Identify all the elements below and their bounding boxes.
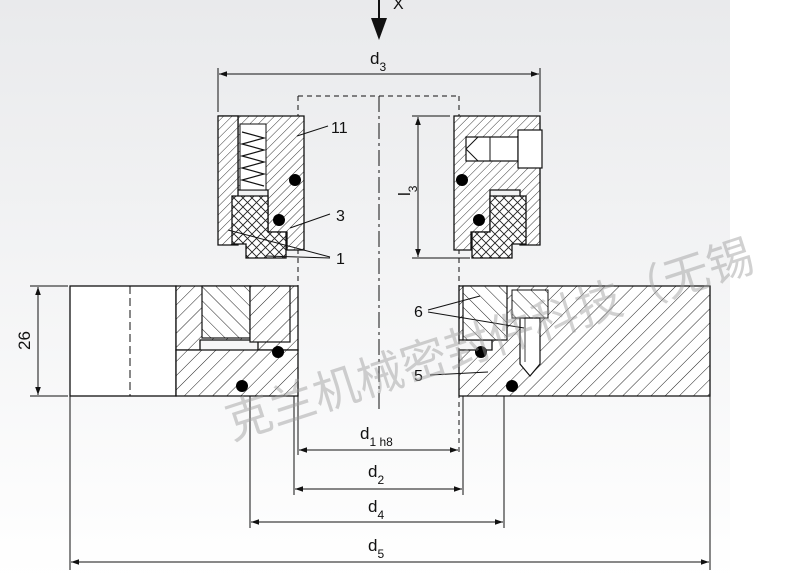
dim-d4: d4 — [251, 497, 503, 525]
callout-3: 3 — [289, 208, 345, 229]
view-x-arrow: X — [371, 0, 404, 40]
callout-6-label: 6 — [414, 304, 423, 321]
dim-d1: d1 h8 — [299, 424, 458, 453]
callout-6: 6 — [414, 295, 525, 329]
right-rotating-unit — [453, 115, 543, 259]
gland-plate — [69, 285, 711, 397]
dim-d2-label: d2 — [368, 462, 384, 487]
dim-d2: d2 — [295, 462, 462, 492]
callout-1-label: 1 — [336, 251, 345, 268]
callout-11: 11 — [296, 120, 348, 137]
callout-5: 5 — [414, 368, 489, 385]
dim-d3-label: d3 — [370, 49, 386, 74]
dim-d1-label: d1 h8 — [360, 424, 393, 449]
dim-d3: d3 — [217, 49, 541, 112]
dim-l3-label: l3 — [395, 185, 420, 196]
left-rotating-unit — [217, 115, 305, 259]
callout-3-label: 3 — [336, 208, 345, 225]
callout-5-label: 5 — [414, 368, 423, 385]
dim-26-label: 26 — [15, 331, 34, 350]
dim-l3: l3 — [395, 115, 470, 259]
dim-d5-label: d5 — [368, 536, 384, 561]
dim-d5: d5 — [71, 536, 709, 565]
callout-1: 1 — [227, 229, 345, 268]
view-x-label: X — [393, 0, 404, 13]
callout-11-label: 11 — [331, 120, 348, 137]
dim-d4-label: d4 — [368, 497, 384, 522]
right-margin — [730, 0, 809, 581]
extension-lines — [69, 396, 711, 570]
dim-26: 26 — [15, 285, 68, 397]
